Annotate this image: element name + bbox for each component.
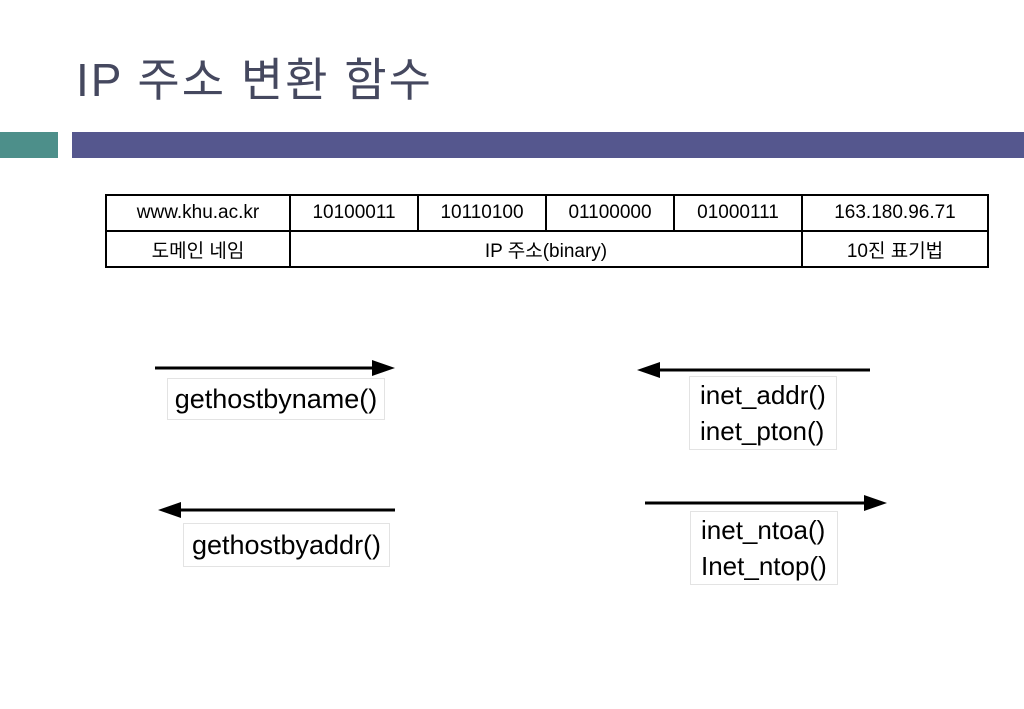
inet-ntoa-label: inet_ntoa() Inet_ntop()	[690, 511, 838, 585]
table-cell-octet-4: 01000111	[673, 194, 803, 232]
table-row: 도메인 네임 IP 주소(binary) 10진 표기법	[105, 230, 989, 268]
inet-addr-text: inet_addr()	[700, 380, 826, 410]
gethostbyname-text: gethostbyname()	[174, 383, 378, 414]
arrow-left-icon	[158, 502, 395, 518]
table-row: www.khu.ac.kr 10100011 10110100 01100000…	[105, 194, 989, 232]
arrow-right-icon	[155, 360, 395, 376]
arrow-right-icon	[645, 495, 887, 511]
gethostbyname-label: gethostbyname()	[167, 378, 385, 420]
inet-ntop-text: Inet_ntop()	[701, 551, 827, 581]
table-cell-octet-2: 10110100	[417, 194, 547, 232]
table-cell-octet-3: 01100000	[545, 194, 675, 232]
table-cell-octet-1: 10100011	[289, 194, 419, 232]
table-cell-dotted-decimal: 163.180.96.71	[801, 194, 989, 232]
page-title: IP 주소 변환 함수	[76, 54, 433, 106]
arrow-left-icon	[637, 362, 870, 378]
table-cell-hostname: www.khu.ac.kr	[105, 194, 291, 232]
accent-bar-purple	[72, 132, 1024, 158]
inet-addr-label: inet_addr() inet_pton()	[689, 376, 837, 450]
table-cell-label-domain-name: 도메인 네임	[105, 230, 291, 268]
ip-conversion-table: www.khu.ac.kr 10100011 10110100 01100000…	[105, 194, 989, 268]
accent-bar-teal	[0, 132, 58, 158]
gethostbyaddr-text: gethostbyaddr()	[191, 529, 382, 560]
table-cell-label-decimal-notation: 10진 표기법	[801, 230, 989, 268]
table-cell-label-binary-ip: IP 주소(binary)	[289, 230, 803, 268]
gethostbyaddr-label: gethostbyaddr()	[183, 523, 390, 567]
inet-pton-text: inet_pton()	[700, 416, 825, 446]
inet-ntoa-text: inet_ntoa()	[701, 515, 826, 545]
